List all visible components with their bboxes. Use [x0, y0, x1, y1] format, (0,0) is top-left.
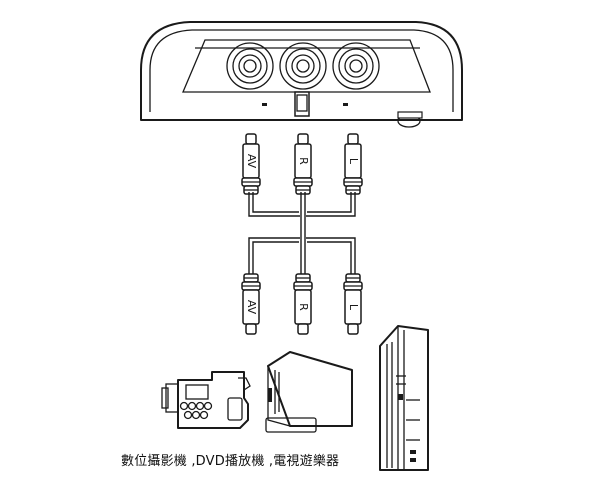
plug-label: AV: [245, 300, 258, 315]
plug-row-top: AV R L: [241, 133, 363, 195]
plug-tip: [347, 323, 359, 335]
plug-row-bottom: AV R L: [241, 273, 363, 335]
av-jack: [226, 42, 274, 90]
plug-tip: [245, 323, 257, 335]
plug-tip: [297, 133, 309, 145]
dvd-player-icon: [265, 351, 353, 433]
rca-plug-bottom-2: R: [293, 273, 313, 335]
rca-plug-top-2: R: [293, 133, 313, 195]
plug-tip: [297, 323, 309, 335]
rca-plug-top-3: L: [343, 133, 363, 195]
devices-caption: 數位攝影機 ,DVD播放機 ,電視遊樂器: [121, 454, 340, 469]
plug-label: L: [347, 304, 360, 311]
rca-plug-top-1: AV: [241, 133, 261, 195]
plug-label: R: [297, 303, 310, 311]
rca-plug-bottom-1: AV: [241, 273, 261, 335]
av-input-panel-icon: [140, 21, 463, 128]
plug-tip: [245, 133, 257, 145]
plug-tip: [347, 133, 359, 145]
game-console-icon: [379, 325, 429, 471]
plug-label: AV: [245, 154, 258, 169]
l-jack: [332, 42, 380, 90]
rca-plug-bottom-3: L: [343, 273, 363, 335]
splitter-cables: [248, 192, 356, 278]
plug-label: L: [347, 158, 360, 165]
r-jack: [279, 42, 327, 90]
plug-label: R: [297, 157, 310, 165]
camcorder-icon: [161, 371, 251, 429]
